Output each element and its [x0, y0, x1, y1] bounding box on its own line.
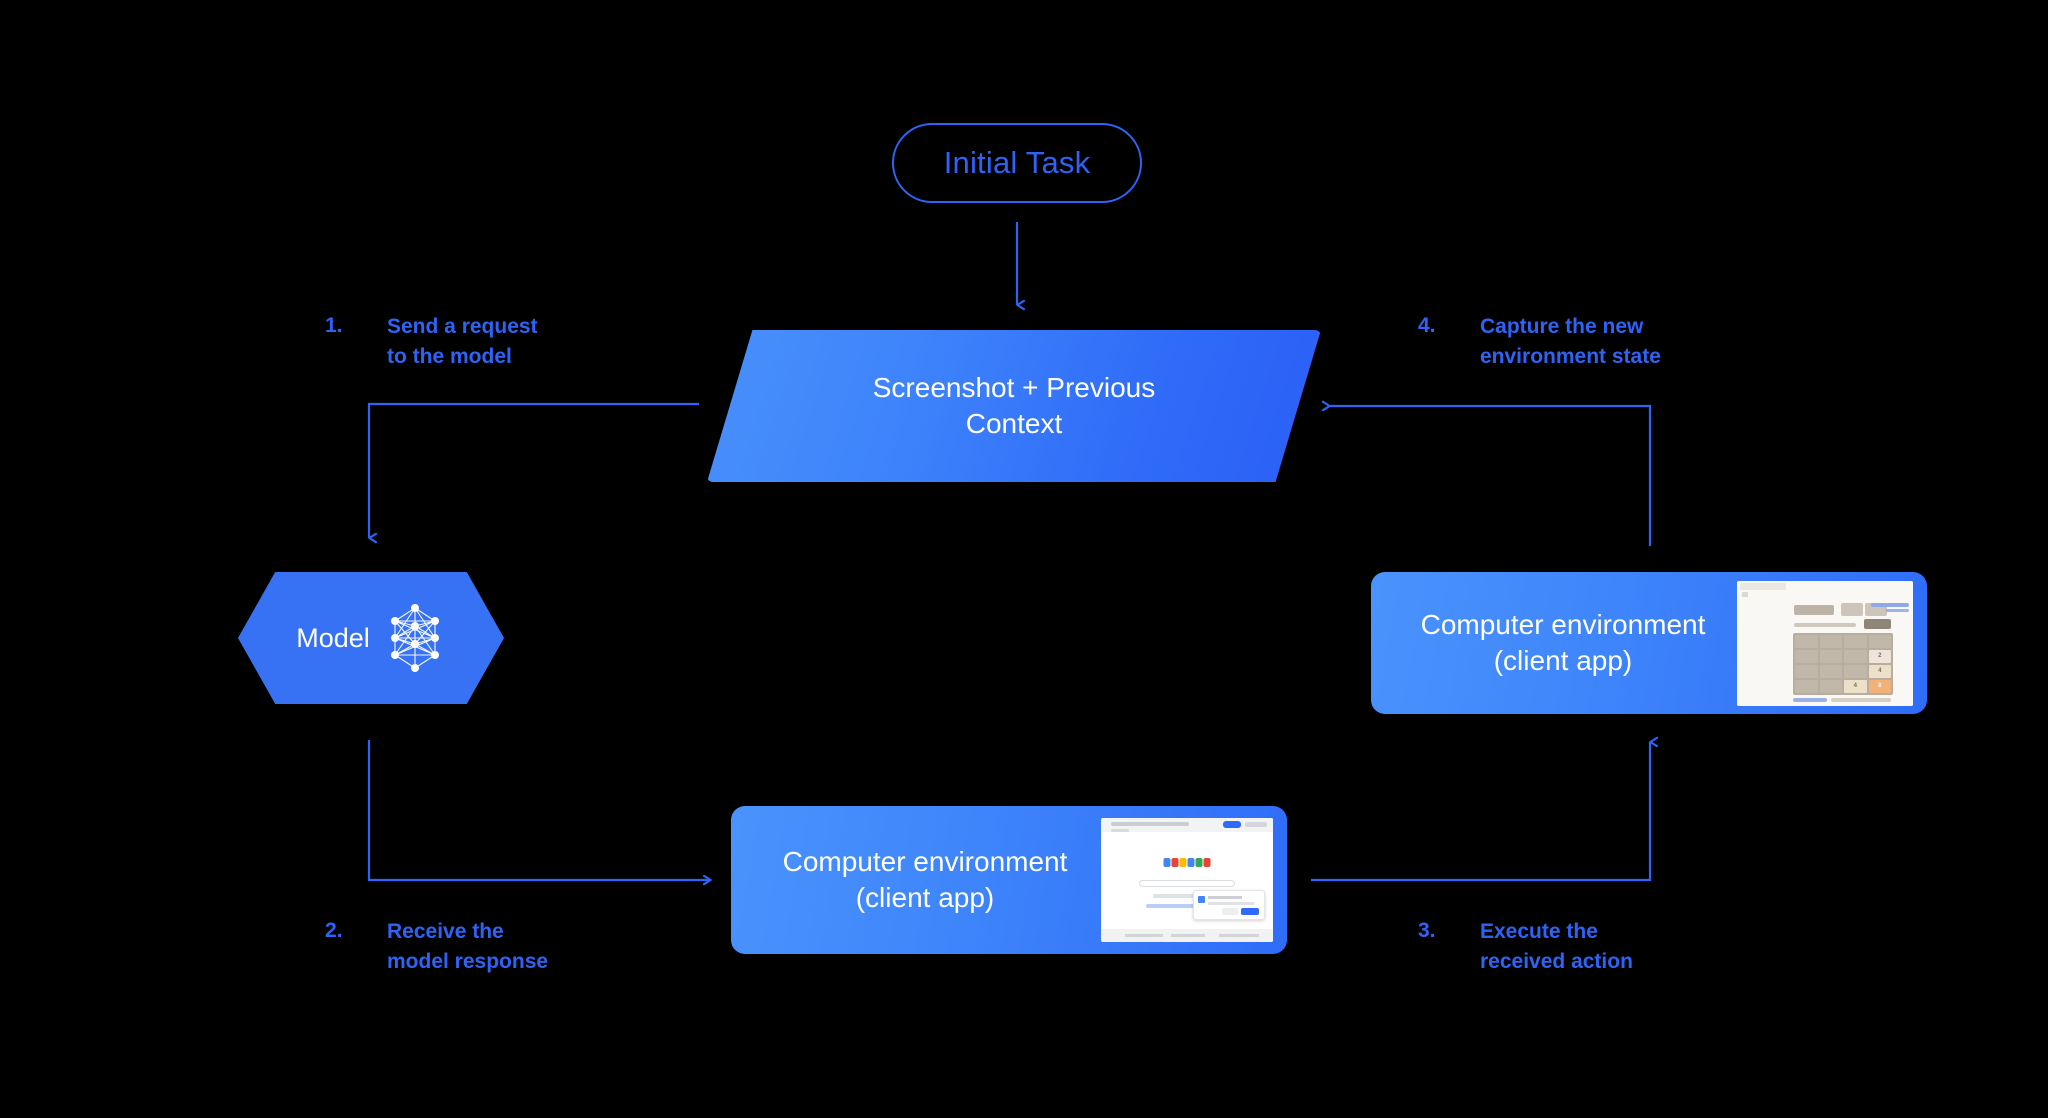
- step-label-1: 1. Send a request to the model: [325, 312, 538, 372]
- game-tile: 8: [1868, 679, 1891, 693]
- connector-step-4: [1330, 406, 1652, 546]
- footer-text: [1831, 697, 1891, 702]
- game-tile: [1819, 649, 1842, 663]
- step-2-text: Receive the model response: [387, 920, 549, 973]
- initial-task-node[interactable]: Initial Task: [892, 123, 1142, 203]
- model-node-label: Model: [296, 622, 370, 653]
- env-node-bottom-line2: (client app): [855, 882, 995, 913]
- context-node-text: Screenshot + Previous Context: [707, 330, 1321, 482]
- model-node-shape: [238, 572, 504, 704]
- score-box: [1841, 602, 1863, 616]
- connector-step-3: [1311, 742, 1650, 882]
- browser-tab-icon: [1742, 591, 1748, 597]
- initial-task-label: Initial Task: [943, 145, 1091, 180]
- search-input: [1138, 880, 1236, 887]
- neural-network-icon: [390, 604, 439, 672]
- game-tile: 4: [1844, 679, 1867, 693]
- step-label-3: 3. Execute the received action: [1418, 917, 1633, 977]
- step-2-number: 2.: [325, 919, 343, 942]
- step-3-text: Execute the received action: [1480, 920, 1633, 973]
- game-tile: [1819, 664, 1842, 678]
- game-tile: [1844, 649, 1867, 663]
- game-tile: [1795, 679, 1818, 693]
- address-bar: [1111, 822, 1189, 826]
- game-tile: [1819, 679, 1842, 693]
- search-buttons: [1152, 894, 1222, 898]
- game-tile: 2: [1868, 649, 1891, 663]
- google-logo: [1163, 858, 1211, 867]
- footer-link: [1793, 697, 1827, 702]
- connector-step-1: [367, 402, 699, 538]
- signin-button: [1223, 821, 1241, 828]
- env-node-right-text: Computer environment (client app): [1371, 607, 1737, 679]
- page-footer: [1101, 929, 1273, 942]
- game-tile: [1795, 664, 1818, 678]
- env-node-bottom[interactable]: Computer environment (client app): [731, 806, 1287, 954]
- model-node-content: Model: [238, 572, 504, 704]
- toolbar-icons: [1245, 822, 1267, 827]
- game-tile: [1844, 664, 1867, 678]
- game-tile: 4: [1868, 664, 1891, 678]
- step-label-4: 4. Capture the new environment state: [1418, 312, 1661, 372]
- context-node-line1: Screenshot + Previous: [872, 372, 1156, 404]
- model-node[interactable]: Model: [238, 572, 504, 704]
- game-tile: [1795, 649, 1818, 663]
- google-search-thumbnail: [1101, 818, 1273, 942]
- promo-link: [1145, 904, 1229, 908]
- step-1-text: Send a request to the model: [387, 315, 538, 368]
- game-tile: [1868, 634, 1891, 648]
- step-4-text: Capture the new environment state: [1480, 315, 1661, 368]
- context-node-shape: [707, 330, 1321, 482]
- step-4-number: 4.: [1418, 314, 1436, 337]
- header-link-2: [1885, 608, 1909, 612]
- step-3-number: 3.: [1418, 919, 1436, 942]
- browser-tab: [1740, 582, 1786, 590]
- header-link: [1871, 602, 1909, 607]
- env-node-right-line1: Computer environment: [1420, 609, 1706, 641]
- step-label-2: 2. Receive the model response: [325, 917, 548, 977]
- context-node-line2: Context: [965, 408, 1063, 439]
- game-tile: [1819, 634, 1842, 648]
- connector-step-2: [367, 740, 711, 880]
- game-tile: [1795, 634, 1818, 648]
- env-node-bottom-line1: Computer environment: [782, 846, 1068, 878]
- game-tile: [1844, 634, 1867, 648]
- game-subtitle: [1794, 622, 1856, 627]
- env-node-right-line2: (client app): [1493, 645, 1633, 676]
- game-title: [1794, 604, 1834, 615]
- signin-dialog: [1193, 890, 1265, 920]
- env-node-bottom-text: Computer environment (client app): [731, 844, 1101, 916]
- new-game-button: [1864, 618, 1891, 629]
- step-1-number: 1.: [325, 314, 343, 337]
- address-bar-sub: [1111, 829, 1129, 832]
- context-node[interactable]: Screenshot + Previous Context: [707, 330, 1321, 482]
